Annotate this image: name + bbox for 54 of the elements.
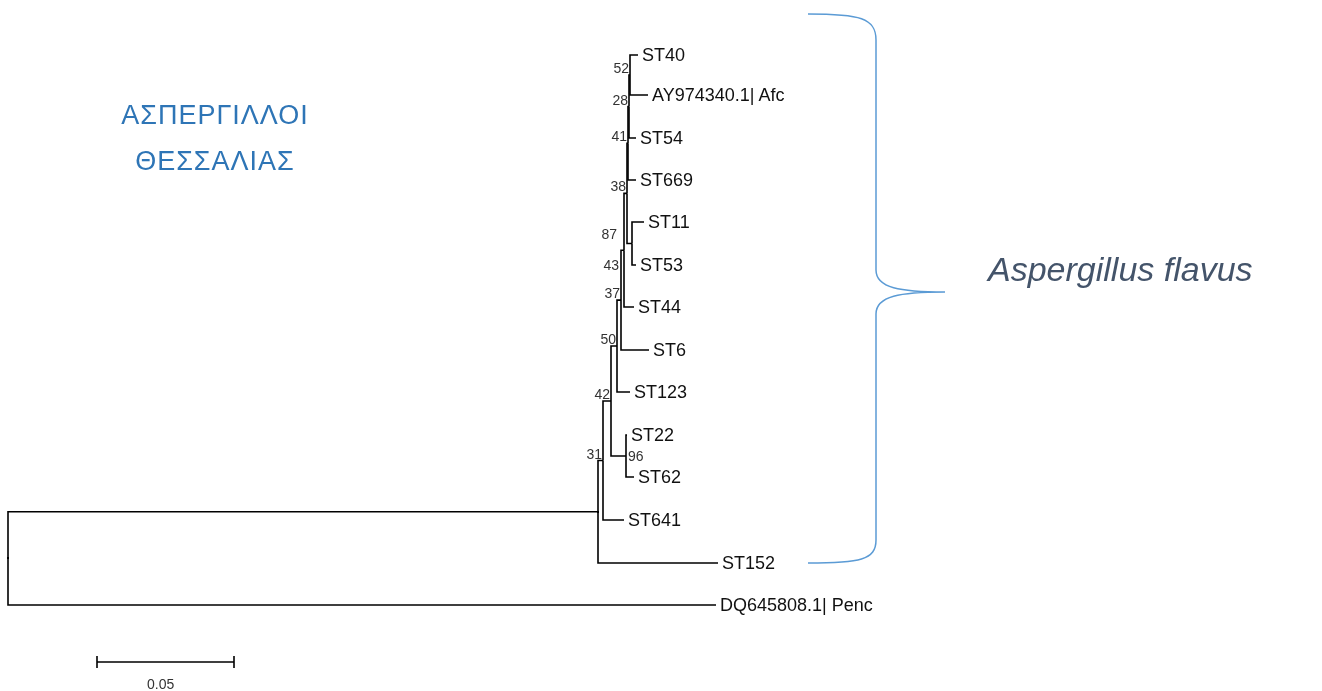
bootstrap-value: 43: [603, 257, 619, 274]
scale-value: 0.05: [147, 676, 175, 691]
taxon-label: ST40: [642, 44, 686, 66]
tree-branch: [616, 345, 631, 393]
bootstrap-value: 52: [613, 60, 629, 76]
taxon-label: ST669: [640, 169, 694, 191]
taxon-label: ST54: [640, 127, 684, 149]
taxon-label: ST641: [628, 509, 682, 531]
bootstrap-value: 41: [611, 128, 627, 145]
tree-branch: [616, 299, 622, 347]
tree-branch: [620, 299, 650, 351]
bootstrap-value: 87: [601, 225, 617, 242]
taxon-label: DQ645808.1| Penc: [720, 594, 873, 616]
tree-branch: [631, 221, 645, 245]
tree-branch: [626, 192, 633, 245]
tree-branch: [625, 455, 635, 478]
taxon-label: ST6: [653, 339, 686, 361]
tree-branch: [602, 400, 612, 462]
taxon-label: ST44: [638, 296, 682, 318]
tree-branch: [629, 74, 649, 96]
bootstrap-value: 42: [594, 386, 610, 402]
tree-branch: [628, 105, 637, 139]
tree-branch: [623, 249, 635, 308]
clade-label: Aspergillus flavus: [988, 250, 1253, 289]
tree-branch: [610, 345, 618, 402]
taxon-label: ST11: [648, 211, 690, 233]
bootstrap-value: 50: [600, 331, 616, 348]
taxon-label: ST123: [634, 381, 688, 403]
tree-branch: [597, 459, 604, 513]
tree-branch: [610, 400, 627, 457]
taxon-label: ST22: [631, 424, 675, 446]
bootstrap-value: 38: [610, 178, 626, 195]
tree-branch: [631, 242, 637, 266]
tree-branch: [602, 459, 625, 521]
tree-branch: [7, 510, 599, 560]
taxon-label: ST62: [638, 466, 682, 488]
tree-branch: [626, 142, 629, 195]
tree-branch: [629, 54, 639, 76]
taxon-label: ST53: [640, 254, 684, 276]
bootstrap-value: 31: [586, 445, 602, 462]
tree-branch: [620, 249, 625, 301]
tree-branch: [597, 510, 719, 564]
taxon-label: ST152: [722, 552, 776, 574]
tree-branch: [627, 105, 630, 145]
taxon-label: AY974340.1| Afc: [652, 84, 785, 106]
bootstrap-value: 28: [612, 91, 628, 108]
bootstrap-value: 96: [628, 448, 644, 464]
tree-branch: [623, 192, 628, 251]
tree-branch: [627, 142, 637, 181]
tree-branch: [628, 74, 631, 108]
tree-branch: [625, 434, 628, 457]
bootstrap-value: 37: [604, 285, 620, 302]
title: ΑΣΠΕΡΓΙΛΛΟΙ ΘΕΣΣΑΛΙΑΣ: [120, 99, 310, 178]
tree-branch: [7, 557, 717, 606]
